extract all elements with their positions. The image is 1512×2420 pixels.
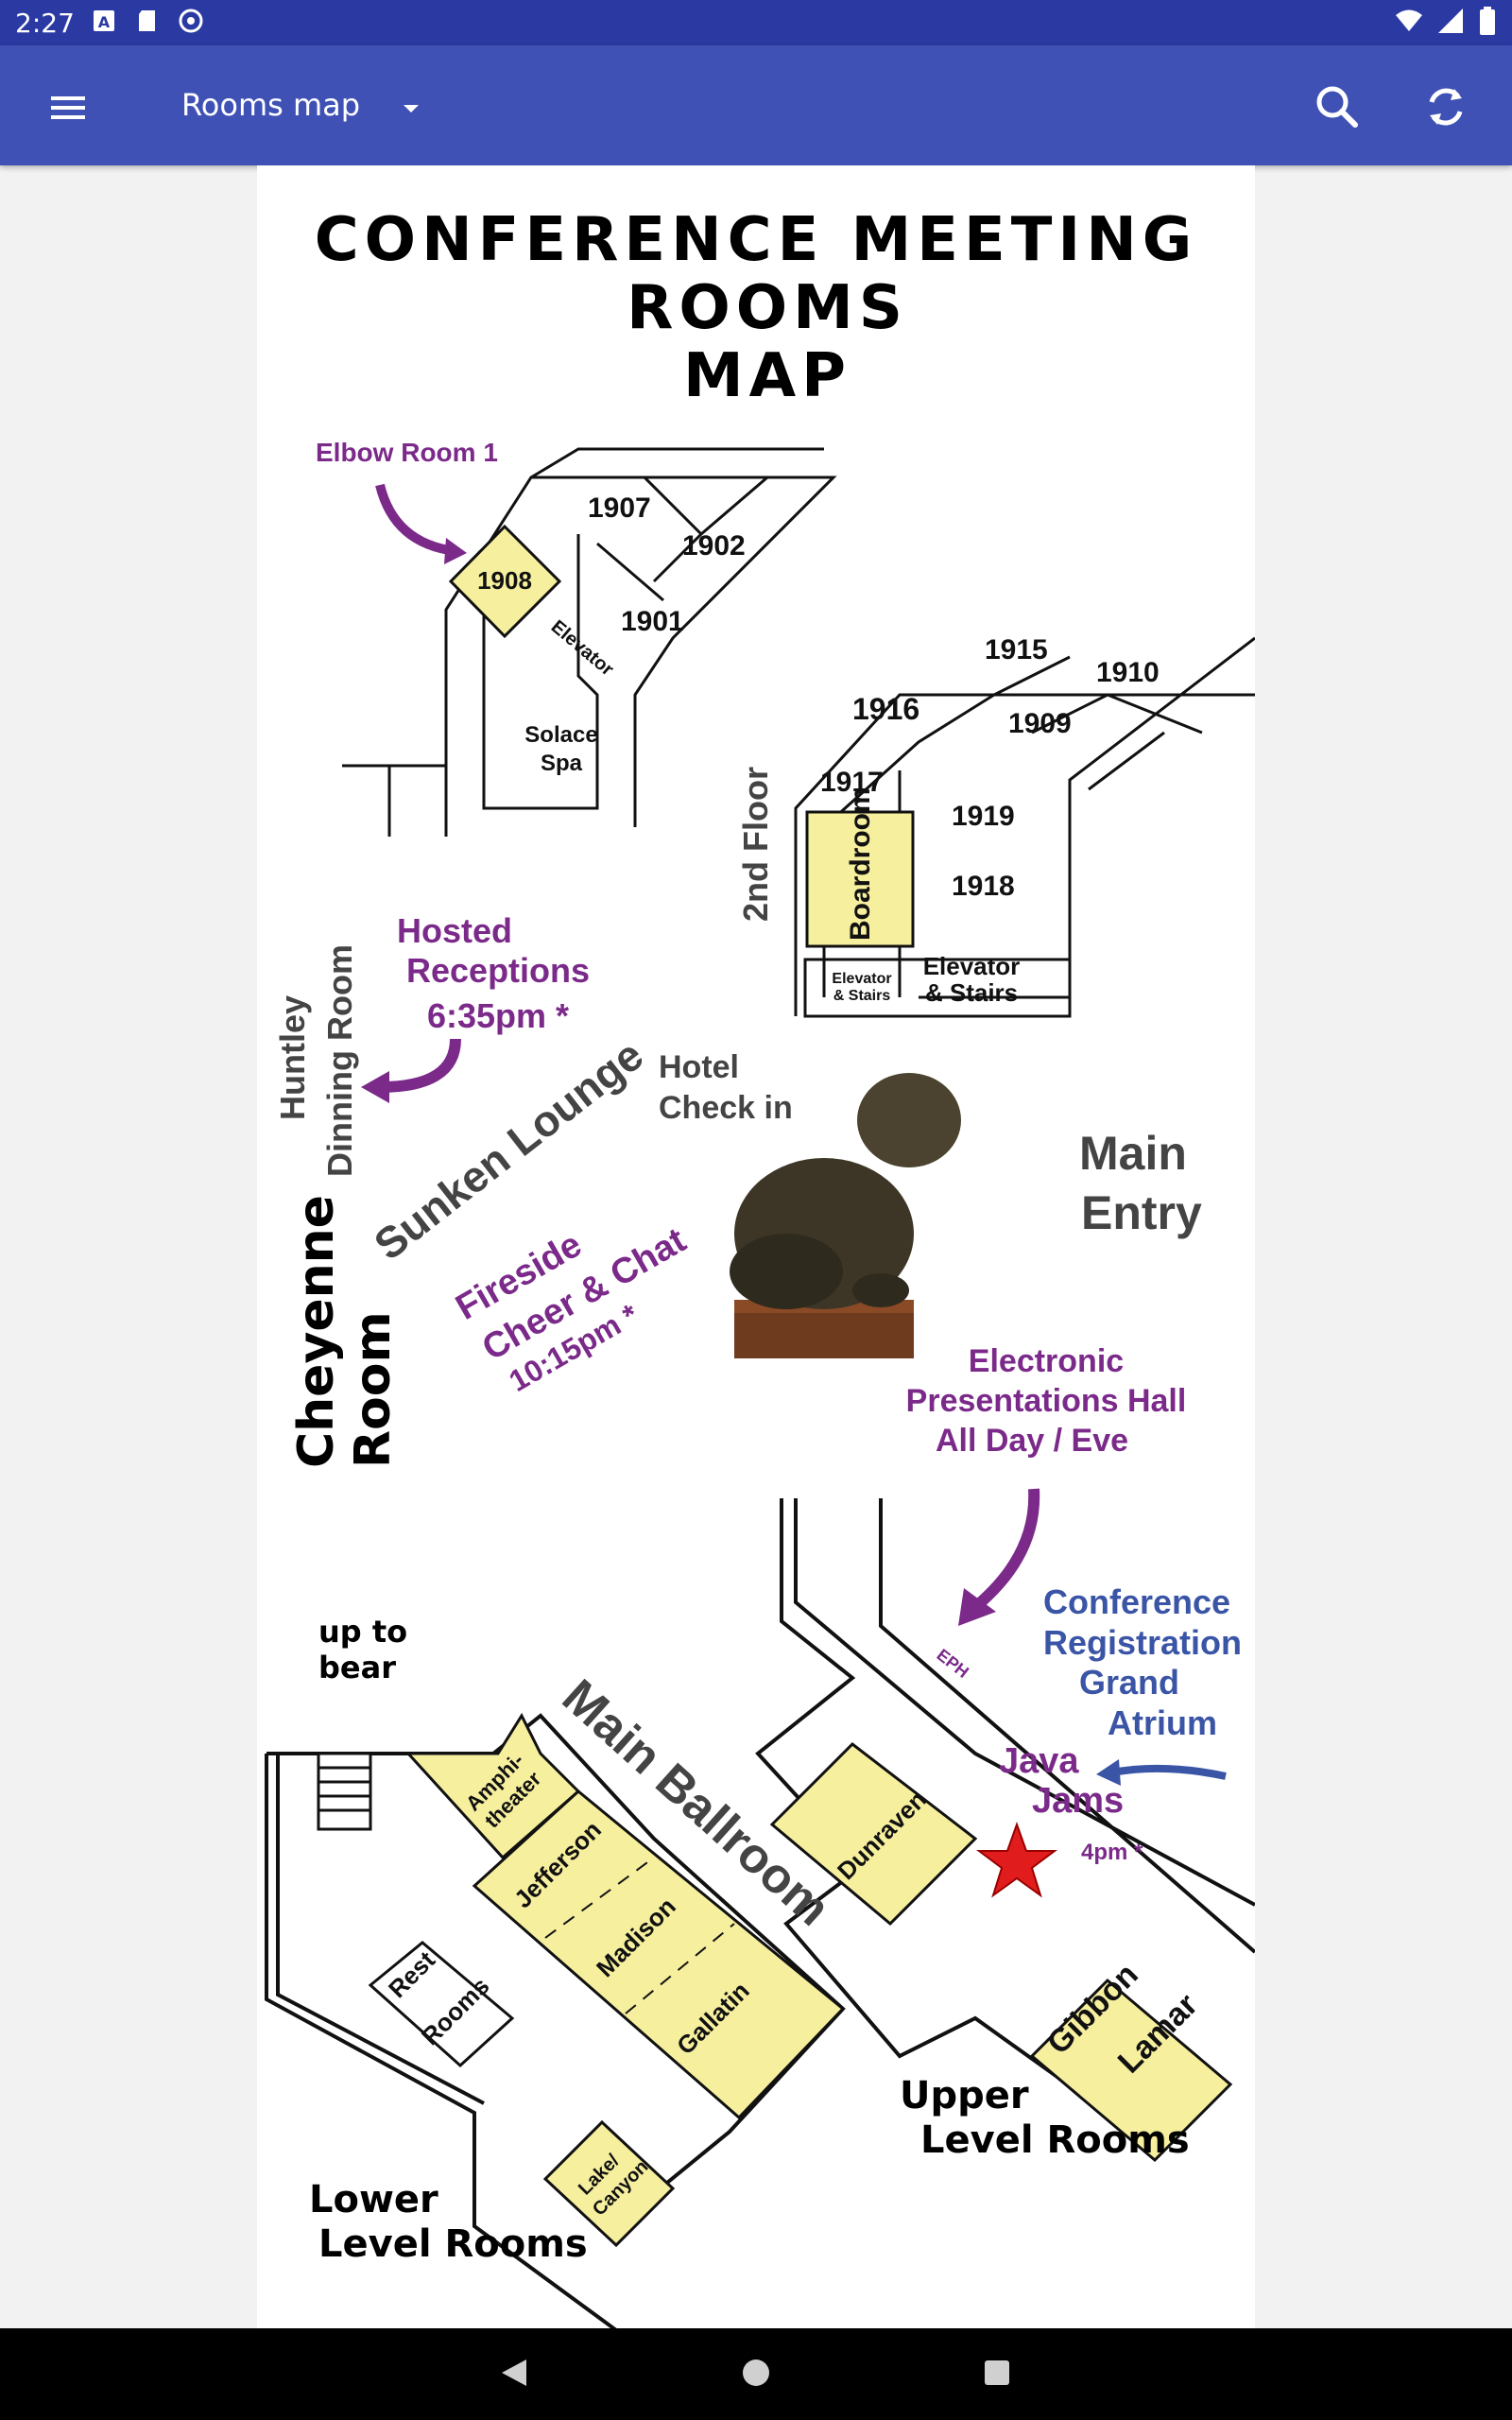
conf-reg-4: Atrium xyxy=(1108,1703,1217,1742)
huntley-line-1: Huntley xyxy=(273,995,312,1120)
room-1918: 1918 xyxy=(952,871,1015,902)
hosted-line-2: Receptions xyxy=(406,951,590,990)
conf-reg-arrow xyxy=(1111,1764,1227,1780)
eph-2: Presentations Hall xyxy=(906,1383,1187,1419)
status-bar: 2:27 A xyxy=(0,0,1512,45)
hotel-checkin-1: Hotel xyxy=(659,1049,739,1085)
elbow-room-arrow xyxy=(375,483,456,556)
room-1908: 1908 xyxy=(448,524,562,639)
hosted-line-3: 6:35pm * xyxy=(427,996,569,1035)
svg-text:Boardroom: Boardroom xyxy=(845,787,876,941)
room-1915: 1915 xyxy=(985,634,1048,666)
upper-level-2: Level Rooms xyxy=(920,2118,1190,2162)
svg-text:A: A xyxy=(98,13,111,31)
cheyenne-2: Room xyxy=(345,1311,402,1468)
recents-icon[interactable] xyxy=(978,2354,1016,2392)
menu-icon[interactable] xyxy=(38,78,98,138)
room-1909: 1909 xyxy=(1008,708,1072,739)
second-floor-label: 2nd Floor xyxy=(736,767,775,922)
refresh-icon[interactable] xyxy=(1413,74,1479,140)
main-entry-2: Entry xyxy=(1081,1186,1202,1239)
room-1916: 1916 xyxy=(852,692,919,726)
conf-reg-1: Conference xyxy=(1043,1582,1230,1621)
huntley-line-2: Dinning Room xyxy=(320,944,359,1177)
room-1910: 1910 xyxy=(1096,657,1160,688)
conf-reg-2: Registration xyxy=(1043,1623,1242,1662)
room-lake-canyon xyxy=(542,2119,676,2248)
bear-statue-image xyxy=(730,1073,961,1358)
elevator-stairs-1: Elevator xyxy=(923,952,1021,980)
room-1917: 1917 xyxy=(820,767,884,798)
room-1902: 1902 xyxy=(682,530,746,562)
eph-1: Electronic xyxy=(969,1343,1124,1379)
hosted-line-1: Hosted xyxy=(397,911,512,950)
room-jefferson-madison-gallatin xyxy=(472,1789,846,2120)
lower-level-2: Level Rooms xyxy=(318,2222,588,2266)
main-entry-1: Main xyxy=(1079,1127,1187,1180)
room-1901: 1901 xyxy=(621,606,684,637)
java-jams-star xyxy=(976,1822,1057,1898)
top-left-floorplan xyxy=(342,447,837,837)
lower-level-1: Lower xyxy=(309,2178,438,2221)
dropdown-icon[interactable] xyxy=(397,95,425,123)
eph-3: All Day / Eve xyxy=(936,1423,1128,1459)
stairs-lower xyxy=(317,1752,372,1831)
notification-a-icon: A xyxy=(94,10,114,31)
wifi-icon xyxy=(1396,9,1422,31)
upper-level-1: Upper xyxy=(900,2074,1029,2118)
map-title-line-3: MAP xyxy=(683,341,851,411)
room-amphitheater: Amphi- theater xyxy=(404,1712,581,1860)
battery-icon xyxy=(1480,7,1495,35)
search-icon[interactable] xyxy=(1304,74,1370,140)
solace-spa-line-1: Solace xyxy=(524,722,597,748)
home-icon[interactable] xyxy=(737,2354,775,2392)
svg-text:1908: 1908 xyxy=(477,566,532,595)
room-1907: 1907 xyxy=(588,493,651,524)
map-title-line-2: ROOMS xyxy=(627,273,908,343)
conf-reg-3: Grand xyxy=(1079,1663,1179,1702)
up-to-bear-2: bear xyxy=(318,1650,396,1685)
map-title-line-1: CONFERENCE MEETING xyxy=(315,205,1198,275)
room-dunraven: Dunraven xyxy=(769,1742,978,1927)
rooms-map-image[interactable]: CONFERENCE MEETING ROOMS MAP 1908 1907 1… xyxy=(257,165,1255,2328)
elevator-stairs-small-2: & Stairs xyxy=(833,988,891,1004)
hotel-checkin-2: Check in xyxy=(659,1090,793,1126)
room-gibbon-lamar xyxy=(1029,1978,1233,2163)
elevator-stairs-small-1: Elevator xyxy=(832,971,891,987)
java-1: Java xyxy=(999,1741,1079,1781)
eph-arrow xyxy=(971,1488,1040,1612)
status-time: 2:27 xyxy=(15,8,75,39)
hosted-arrow xyxy=(379,1038,461,1093)
screen-title-dropdown[interactable]: Rooms map xyxy=(181,87,361,123)
back-icon[interactable] xyxy=(496,2354,534,2392)
elbow-room-label: Elbow Room 1 xyxy=(316,438,498,467)
elevator-label: Elevator xyxy=(547,616,618,681)
rest-rooms xyxy=(368,1941,515,2068)
java-3: 4pm * xyxy=(1081,1840,1143,1865)
boardroom: Boardroom xyxy=(805,787,915,948)
cheyenne-1: Cheyenne xyxy=(288,1195,345,1468)
elevator-stairs-2: & Stairs xyxy=(925,978,1018,1007)
sunken-lounge: Sunken Lounge xyxy=(365,1030,652,1270)
solace-spa-line-2: Spa xyxy=(541,751,583,776)
app-bar: Rooms map xyxy=(0,45,1512,165)
sync-circle-icon xyxy=(179,9,203,33)
sd-card-icon xyxy=(139,10,155,31)
java-2: Jams xyxy=(1032,1781,1124,1821)
up-to-bear-1: up to xyxy=(318,1614,407,1650)
room-1919: 1919 xyxy=(952,801,1015,832)
signal-icon xyxy=(1438,9,1463,33)
